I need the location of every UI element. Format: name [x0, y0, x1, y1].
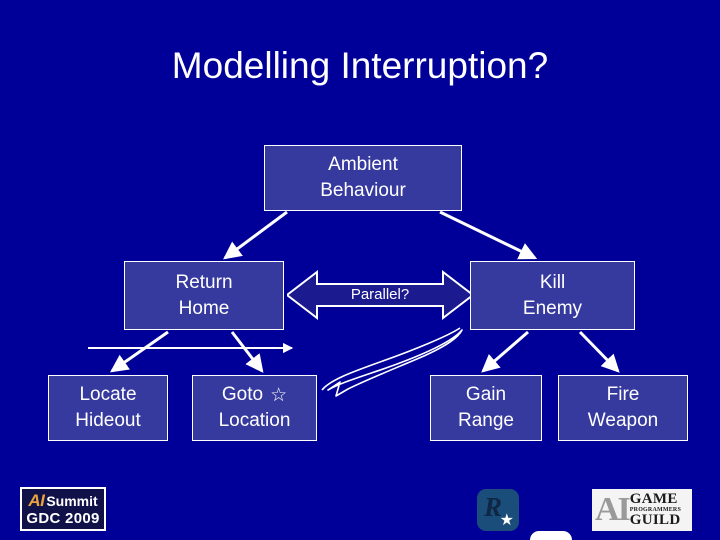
node-goto-line1-row: Goto ☆	[222, 382, 287, 408]
rockstar-r-letter: R	[484, 492, 503, 522]
aigpg-guild-text: GUILD	[629, 512, 681, 528]
node-return-line1: Return	[175, 271, 233, 293]
node-return-line2: Home	[178, 297, 230, 319]
star-icon: ☆	[270, 384, 288, 406]
node-ambient-line1: Ambient	[328, 154, 398, 175]
aigpg-game-text: GAME	[629, 491, 678, 507]
node-ambient-line2: Behaviour	[320, 180, 406, 201]
node-fire-line1: Fire	[606, 384, 640, 405]
arrow-return-to-goto	[230, 331, 264, 373]
page-title: Modelling Interruption?	[171, 45, 549, 86]
ai-summit-gdc-logo: AI Summit GDC 2009	[20, 487, 106, 531]
parallel-connector-shape	[287, 270, 473, 320]
node-kill-enemy[interactable]: Kill Enemy	[470, 261, 635, 330]
arrow-kill-to-fire	[578, 330, 620, 373]
arrow-kill-to-gain	[481, 330, 529, 373]
ai-game-programmers-guild-logo: AI GAME PROGRAMMERS GUILD	[592, 489, 692, 531]
ai-summit-summit-text: Summit	[46, 493, 98, 509]
rockstar-logo-light: R ☆	[530, 531, 572, 540]
node-kill-line1: Kill	[539, 271, 566, 293]
node-goto-line2: Location	[218, 410, 291, 431]
node-fire-line2: Weapon	[587, 410, 659, 431]
aigpg-programmers-text: PROGRAMMERS	[629, 507, 681, 513]
node-gain-range[interactable]: Gain Range	[430, 375, 542, 441]
node-fire-weapon[interactable]: Fire Weapon	[558, 375, 688, 441]
node-locate-line1: Locate	[79, 384, 137, 405]
arrow-return-to-locate	[110, 330, 169, 373]
node-locate-line2: Hideout	[75, 410, 141, 431]
rockstar-r-letter: R	[537, 534, 555, 540]
node-locate-hideout[interactable]: Locate Hideout	[48, 375, 168, 441]
arrow-ambient-to-return	[223, 210, 288, 260]
aigpg-ai-text: AI	[595, 491, 631, 528]
ai-summit-ai-text: AI	[28, 491, 45, 510]
node-return-home[interactable]: Return Home	[124, 261, 284, 330]
node-goto-location[interactable]: Goto ☆ Location	[192, 375, 317, 441]
ai-summit-row1: AI Summit	[28, 492, 97, 509]
node-goto-line1: Goto	[221, 384, 264, 405]
node-kill-line2: Enemy	[522, 297, 583, 319]
arrow-ambient-to-kill	[439, 210, 538, 260]
rockstar-star-icon: ★	[499, 512, 514, 529]
rockstar-logo-dark: R ★	[477, 489, 519, 531]
node-ambient-behaviour[interactable]: Ambient Behaviour	[264, 145, 462, 211]
node-gain-line2: Range	[458, 410, 514, 431]
aigpg-words: GAME PROGRAMMERS GUILD	[630, 492, 681, 528]
node-gain-line1: Gain	[465, 384, 507, 405]
ai-summit-gdc-year: GDC 2009	[26, 510, 100, 527]
